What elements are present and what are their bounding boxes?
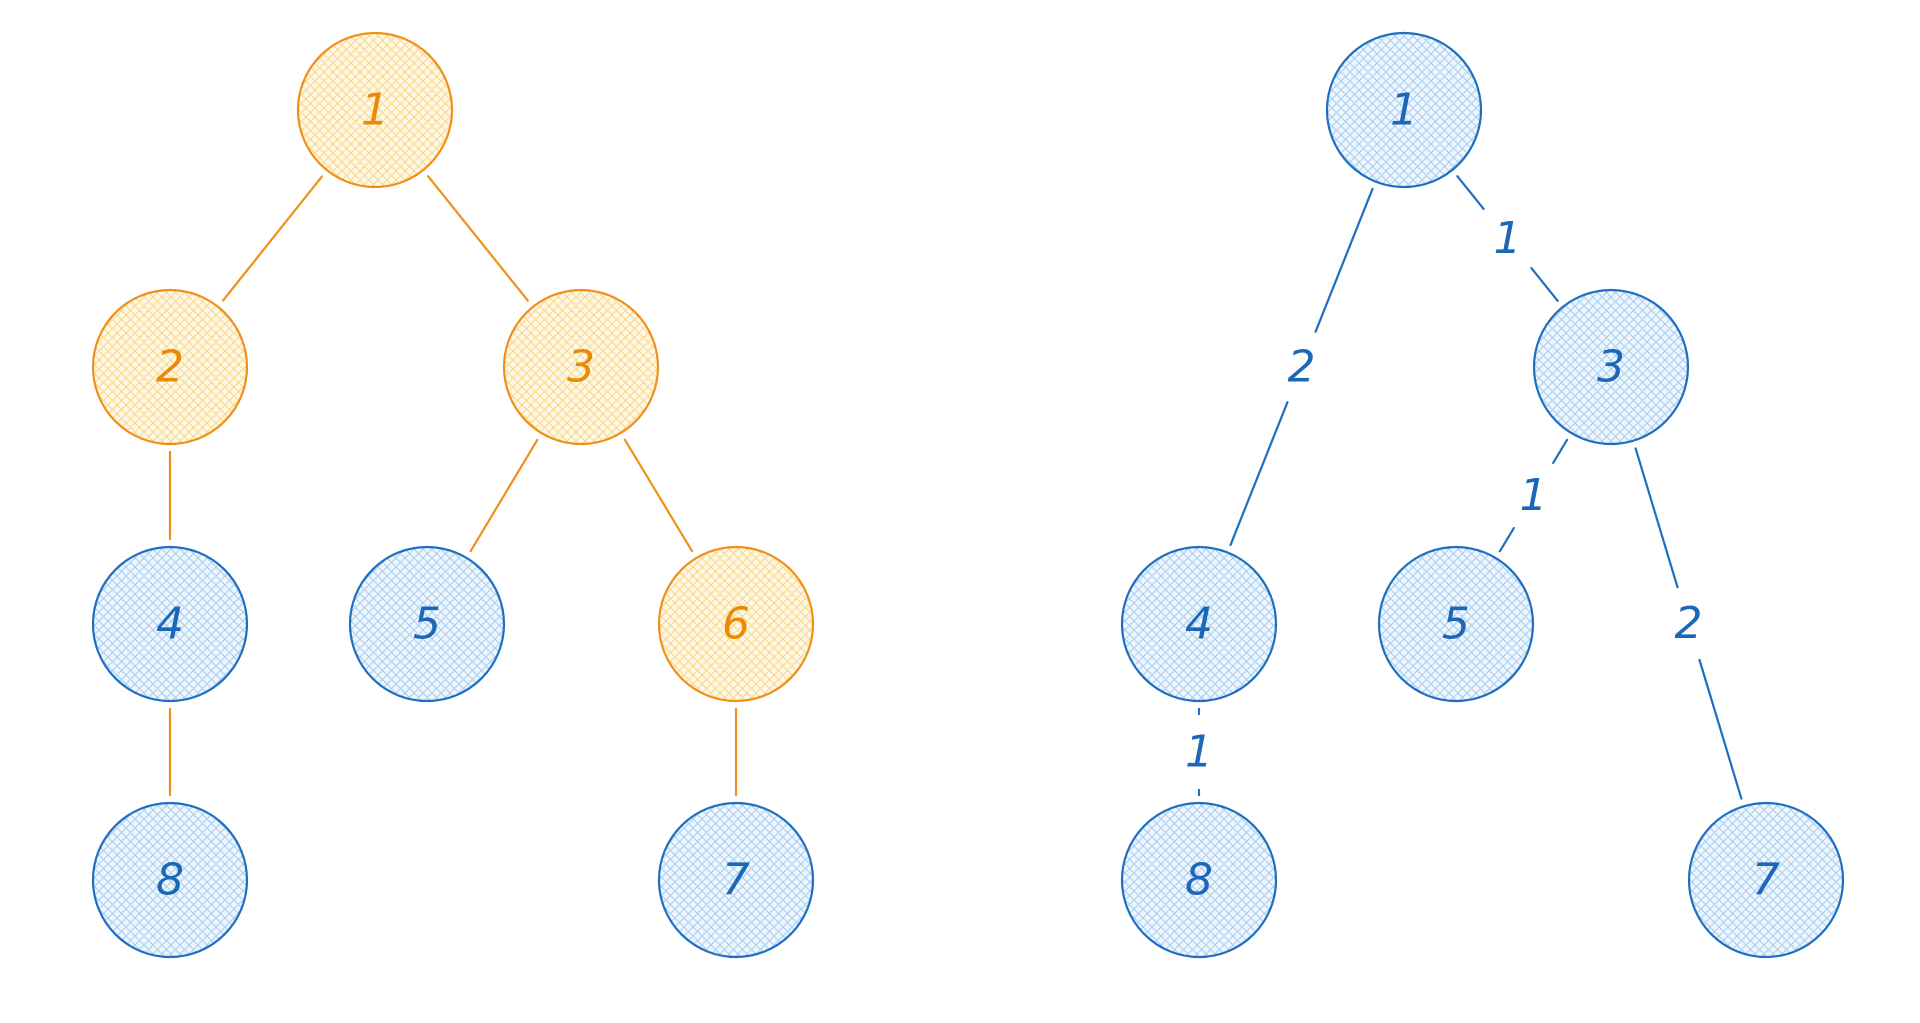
left-node-8: 8 [91, 801, 249, 959]
left-node-label: 1 [361, 85, 389, 136]
left-node-circle [91, 801, 249, 959]
right-node-label: 8 [1185, 855, 1213, 906]
left-node-7: 7 [657, 801, 815, 959]
left-node-label: 8 [156, 855, 184, 906]
left-edge-1-2 [221, 175, 324, 302]
right-node-label: 1 [1390, 85, 1418, 136]
left-node-3: 3 [502, 288, 660, 446]
left-node-label: 4 [156, 599, 184, 650]
right-node-4: 4 [1120, 545, 1278, 703]
left-edge-3-5 [469, 438, 539, 553]
right-tree-edges: 2 1 1 2 1 [1185, 175, 1743, 800]
left-node-label: 7 [722, 855, 750, 906]
left-edge-3-6 [623, 438, 694, 553]
right-node-label: 7 [1752, 855, 1780, 906]
right-edge-3-7: 2 [1634, 447, 1743, 800]
right-edge-weight-label: 2 [1675, 598, 1703, 649]
left-node-circle [502, 288, 660, 446]
left-node-label: 2 [156, 342, 184, 393]
right-edge-3-5: 1 [1498, 438, 1569, 553]
right-edge-weight-label: 2 [1288, 342, 1316, 393]
right-node-circle [1687, 801, 1845, 959]
right-node-circle [1377, 545, 1535, 703]
right-tree: 2 1 1 2 1 1 3 4 5 8 7 [1120, 31, 1845, 959]
left-node-label: 6 [722, 599, 750, 650]
left-node-circle [657, 801, 815, 959]
left-node-5: 5 [348, 545, 506, 703]
right-node-label: 4 [1185, 599, 1213, 650]
left-edge-1-3 [427, 175, 529, 302]
left-node-2: 2 [91, 288, 249, 446]
left-node-label: 5 [413, 599, 441, 650]
left-node-circle [91, 545, 249, 703]
right-edge-segment [1498, 526, 1515, 553]
right-edge-segment [1314, 187, 1374, 333]
right-edge-segment [1552, 438, 1569, 465]
right-node-circle [1325, 31, 1483, 189]
right-node-circle [1120, 801, 1278, 959]
right-node-label: 5 [1442, 599, 1470, 650]
left-tree-edges [168, 175, 738, 797]
left-node-circle [296, 31, 454, 189]
right-node-circle [1532, 288, 1690, 446]
left-node-4: 4 [91, 545, 249, 703]
right-edge-segment [1530, 266, 1559, 302]
right-node-3: 3 [1532, 288, 1690, 446]
right-edge-1-3: 1 [1456, 175, 1559, 302]
left-node-1: 1 [296, 31, 454, 189]
right-node-label: 3 [1597, 342, 1625, 393]
left-tree-nodes: 1 2 3 4 5 6 8 7 [91, 31, 815, 959]
right-node-circle [1120, 545, 1278, 703]
right-edge-weight-label: 1 [1185, 727, 1213, 778]
right-edge-segment [1634, 447, 1679, 589]
right-edge-segment [1229, 401, 1289, 547]
right-edge-weight-label: 1 [1520, 470, 1548, 521]
right-node-5: 5 [1377, 545, 1535, 703]
right-edge-weight-label: 1 [1494, 213, 1522, 264]
right-edge-segment [1456, 175, 1485, 211]
right-node-8: 8 [1120, 801, 1278, 959]
left-node-circle [91, 288, 249, 446]
right-node-1: 1 [1325, 31, 1483, 189]
left-node-circle [348, 545, 506, 703]
right-edge-1-4: 2 [1229, 187, 1374, 547]
left-tree: 1 2 3 4 5 6 8 7 [91, 31, 815, 959]
left-node-circle [657, 545, 815, 703]
right-tree-nodes: 1 3 4 5 8 7 [1120, 31, 1845, 959]
left-node-6: 6 [657, 545, 815, 703]
right-edge-4-8: 1 [1185, 707, 1213, 797]
right-edge-segment [1698, 658, 1743, 800]
left-node-label: 3 [567, 342, 595, 393]
right-node-7: 7 [1687, 801, 1845, 959]
